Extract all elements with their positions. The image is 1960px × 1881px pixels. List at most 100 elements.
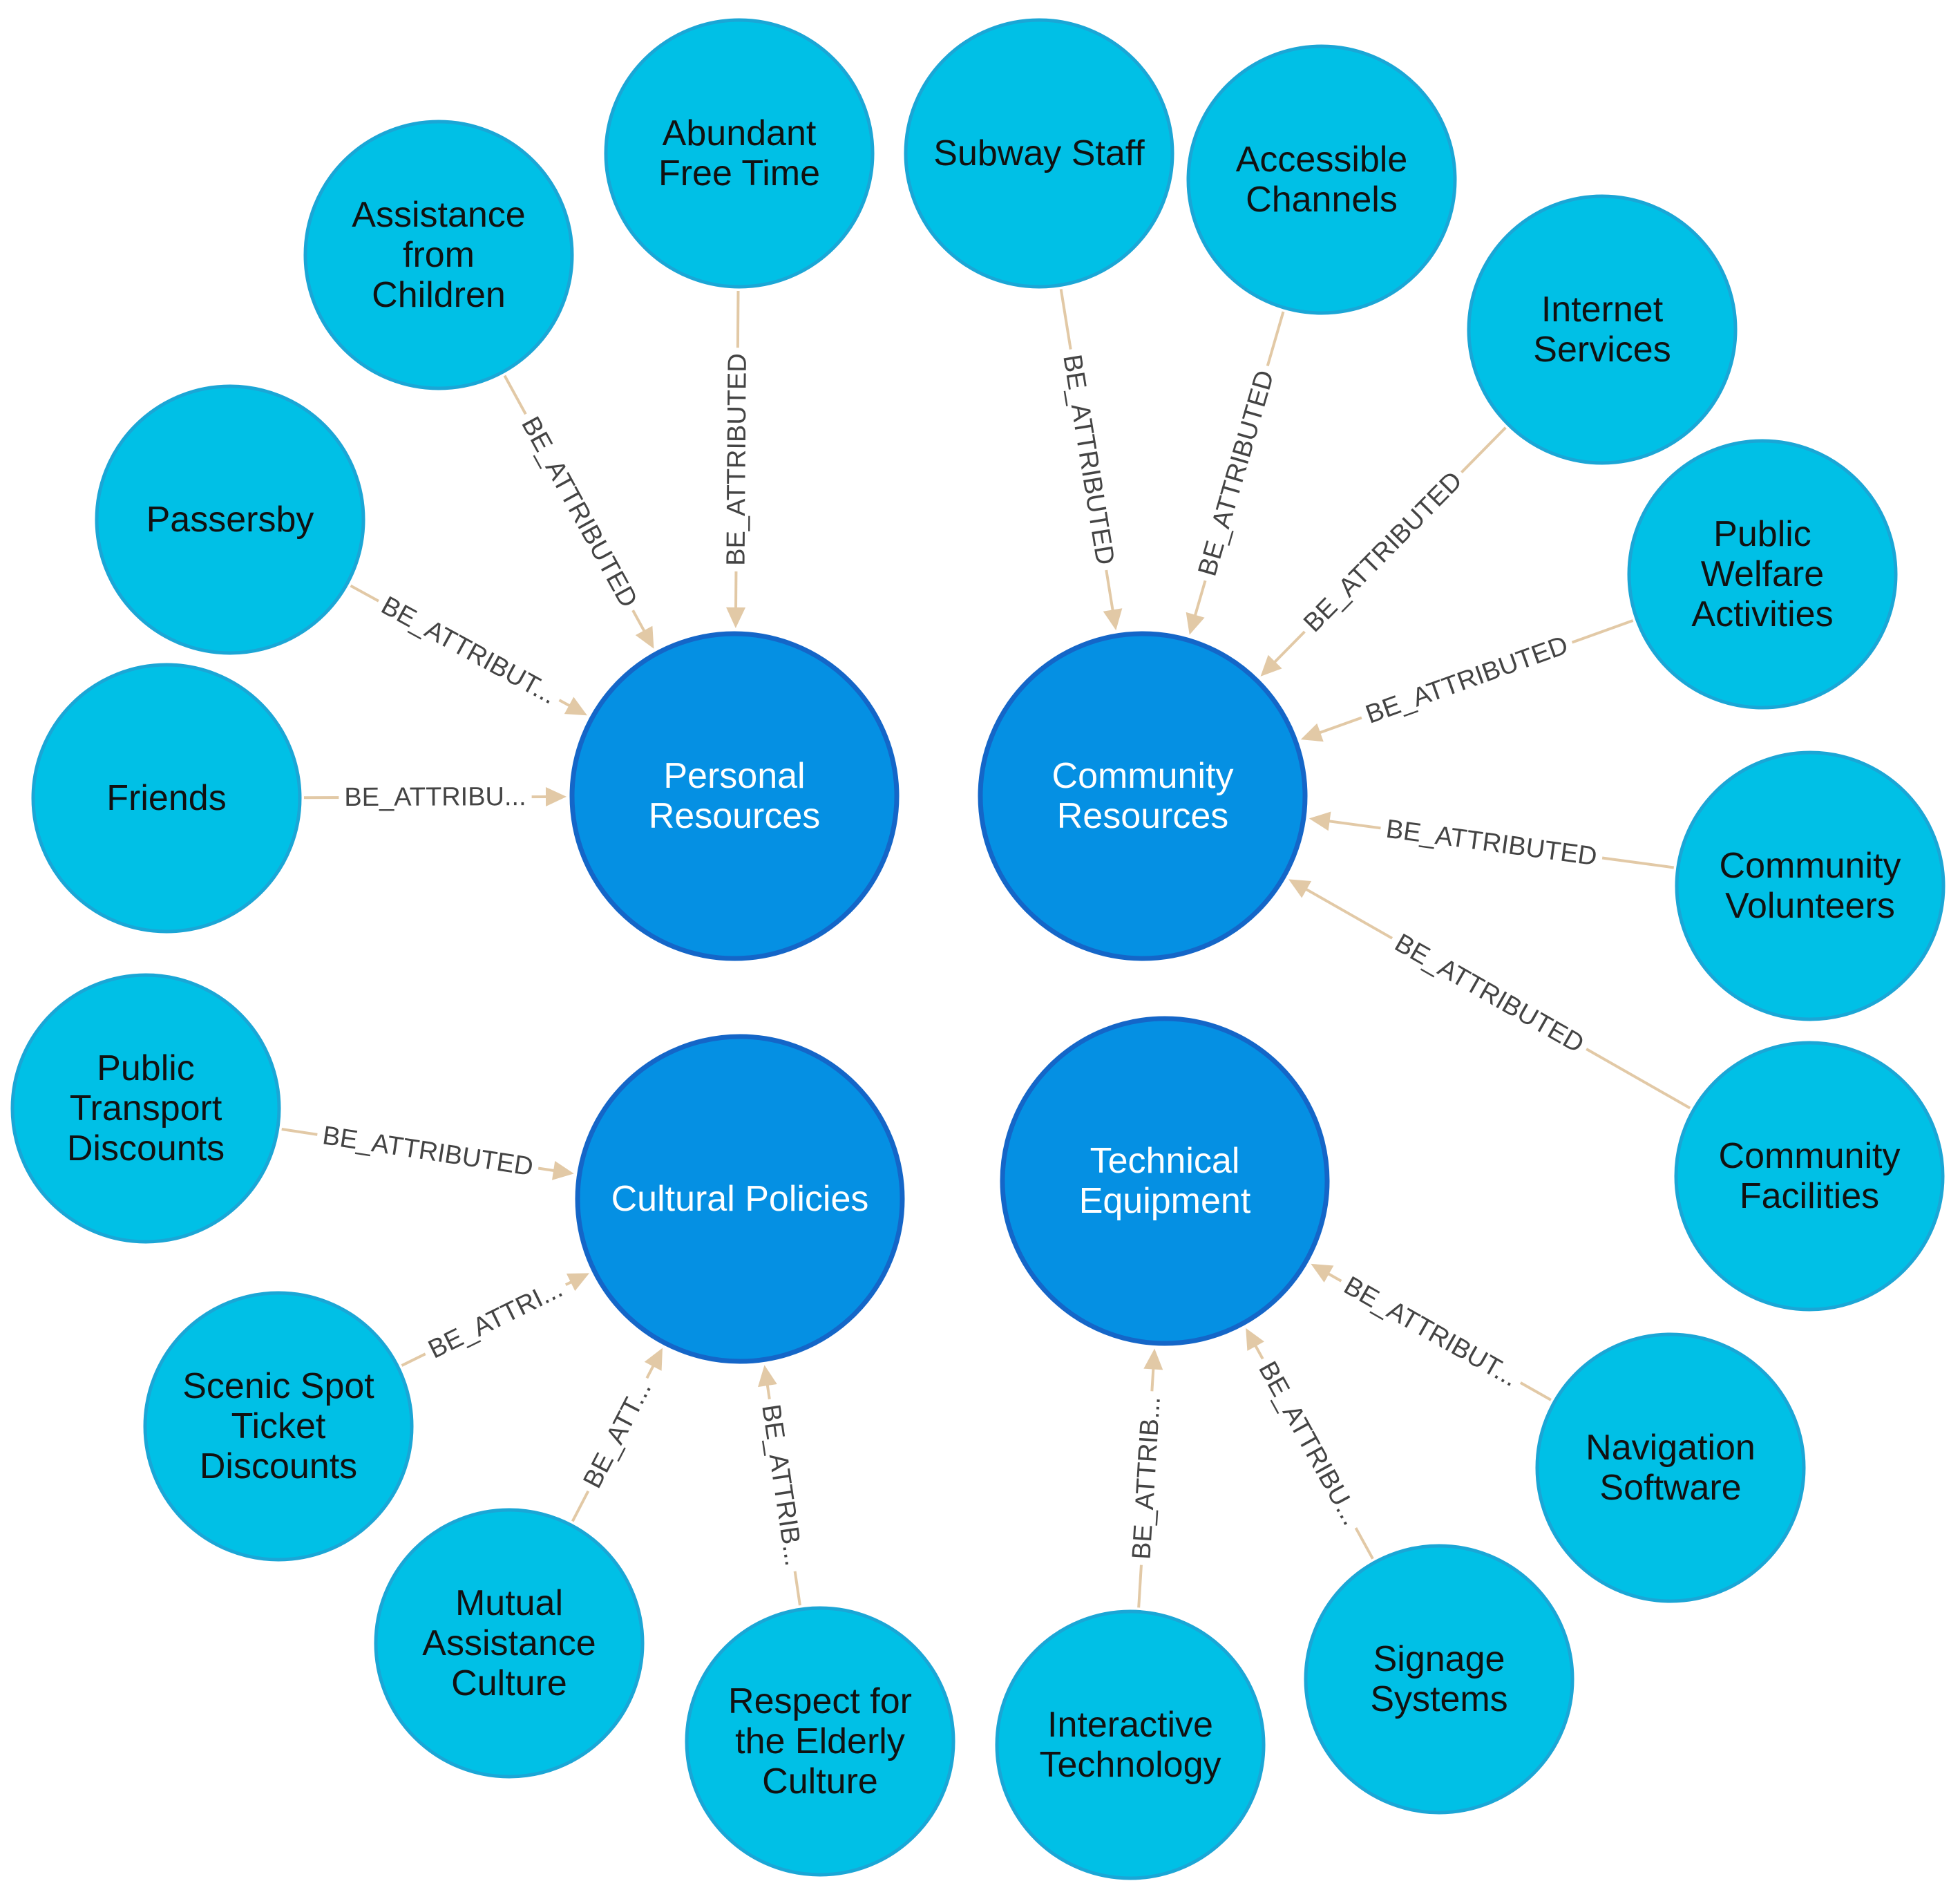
edge-label: BE_ATTRIBUTED (1193, 367, 1280, 579)
edge-label: BE_ATTRIBUTED (515, 412, 643, 612)
node-label-line: Free Time (658, 153, 820, 193)
node-passersby[interactable]: Passersby (95, 384, 365, 655)
edge-label: BE_ATTRIBUTED (1057, 352, 1119, 567)
node-label-line: Cultural Policies (611, 1179, 869, 1219)
edge-passersby-to-personal: BE_ATTRIBUT... (350, 584, 587, 716)
node-label-line: Equipment (1079, 1181, 1251, 1221)
node-circle[interactable] (995, 1609, 1266, 1880)
hub-node-cultural[interactable]: Cultural Policies (575, 1034, 905, 1364)
node-circle[interactable] (1535, 1332, 1806, 1603)
node-label-line: Internet (1541, 290, 1664, 330)
edge-label: BE_ATTRIBUTED (1298, 466, 1468, 639)
node-circle[interactable] (143, 1291, 414, 1562)
node-circle[interactable] (904, 18, 1174, 289)
edge-subway-staff-to-community: BE_ATTRIBUTED (1055, 289, 1123, 631)
node-label-line: Ticket (231, 1406, 326, 1446)
edge-label: BE_ATTRIB... (1127, 1396, 1165, 1560)
edge-label-background (1248, 1351, 1370, 1536)
edge-label-group: BE_ATTRIB... (1125, 1390, 1168, 1567)
node-label-line: Community (1052, 756, 1234, 796)
node-circle[interactable] (1675, 750, 1945, 1021)
node-circle[interactable] (1467, 194, 1738, 465)
node-label-line: Discounts (67, 1128, 225, 1169)
node-circle[interactable] (978, 631, 1308, 961)
edge-label-group: BE_ATTRIBUTED (1384, 924, 1595, 1063)
node-circle[interactable] (1186, 44, 1457, 315)
edge-label-group: BE_ATTRIBUT... (370, 587, 567, 715)
edge-community-volunteers-to-community: BE_ATTRIBUTED (1309, 811, 1675, 874)
edge-label-background (1125, 1390, 1168, 1567)
edge-label-group: BE_ATTRIBUTED (314, 1119, 541, 1184)
arrowhead-icon (644, 1348, 663, 1371)
arrowhead-icon (564, 697, 587, 716)
node-circle[interactable] (569, 631, 900, 961)
node-friends[interactable]: Friends (31, 663, 302, 934)
edge-label: BE_ATTRIBUTED (1362, 631, 1572, 730)
node-label-line: Children (372, 275, 506, 315)
node-circle[interactable] (1674, 1041, 1945, 1312)
edge-respect-for-the-elderly-culture-to-cultural: BE_ATTRIB... (754, 1365, 811, 1606)
edge-navigation-software-to-technical: BE_ATTRIBUT... (1311, 1263, 1552, 1401)
node-circle[interactable] (685, 1606, 955, 1877)
edge-label-background (511, 406, 647, 618)
node-subway-staff[interactable]: Subway Staff (904, 18, 1174, 289)
edge-label: BE_ATTRIBUT... (1339, 1271, 1523, 1392)
edge-label-group: BE_ATTRI... (418, 1270, 573, 1368)
edge-label: BE_ATT... (578, 1377, 657, 1493)
node-label-line: Resources (1057, 796, 1229, 836)
node-circle[interactable] (303, 120, 574, 390)
node-label-line: Software (1599, 1468, 1741, 1508)
edge-label: BE_ATTRI... (424, 1274, 567, 1365)
node-label-line: from (403, 235, 475, 275)
edge-internet-services-to-community: BE_ATTRIBUTED (1260, 426, 1507, 677)
node-label-line: Accessible (1236, 140, 1408, 180)
node-label-line: Assistance (352, 195, 525, 235)
node-circle[interactable] (604, 18, 875, 289)
node-label-line: Resources (649, 796, 821, 836)
node-circle[interactable] (1304, 1544, 1574, 1815)
edge-label-group: BE_ATTRIB... (754, 1397, 811, 1574)
node-label-line: Welfare (1701, 554, 1824, 594)
edge-public-transport-discounts-to-cultural: BE_ATTRIBUTED (281, 1119, 574, 1184)
edge-label-group: BE_ATTRIBU... (1248, 1351, 1370, 1536)
arrowhead-icon (566, 1273, 590, 1292)
edge-label-background (339, 781, 532, 814)
edge-label-background (720, 348, 754, 571)
edge-mutual-assistance-culture-to-cultural: BE_ATT... (571, 1348, 663, 1522)
arrowhead-icon (1260, 654, 1282, 677)
arrowhead-icon (1311, 1263, 1334, 1283)
edge-label-background (754, 1397, 811, 1574)
node-label-line: Services (1533, 330, 1671, 370)
node-label-line: Public (1713, 514, 1811, 554)
node-circle[interactable] (95, 384, 365, 655)
node-circle[interactable] (575, 1034, 905, 1364)
node-circle[interactable] (1627, 439, 1898, 710)
node-circle[interactable] (374, 1508, 645, 1779)
node-label-line: the Elderly (735, 1721, 905, 1761)
node-circle[interactable] (1000, 1016, 1330, 1346)
node-circle[interactable] (31, 663, 302, 934)
node-circle[interactable] (10, 973, 281, 1244)
node-label-line: Systems (1370, 1679, 1507, 1719)
edge-label: BE_ATTRIBUTED (722, 353, 752, 566)
edge-label-background (1378, 812, 1605, 874)
arrowhead-icon (1143, 1348, 1163, 1370)
edge-abundant-free-time-to-personal: BE_ATTRIBUTED (720, 290, 754, 629)
